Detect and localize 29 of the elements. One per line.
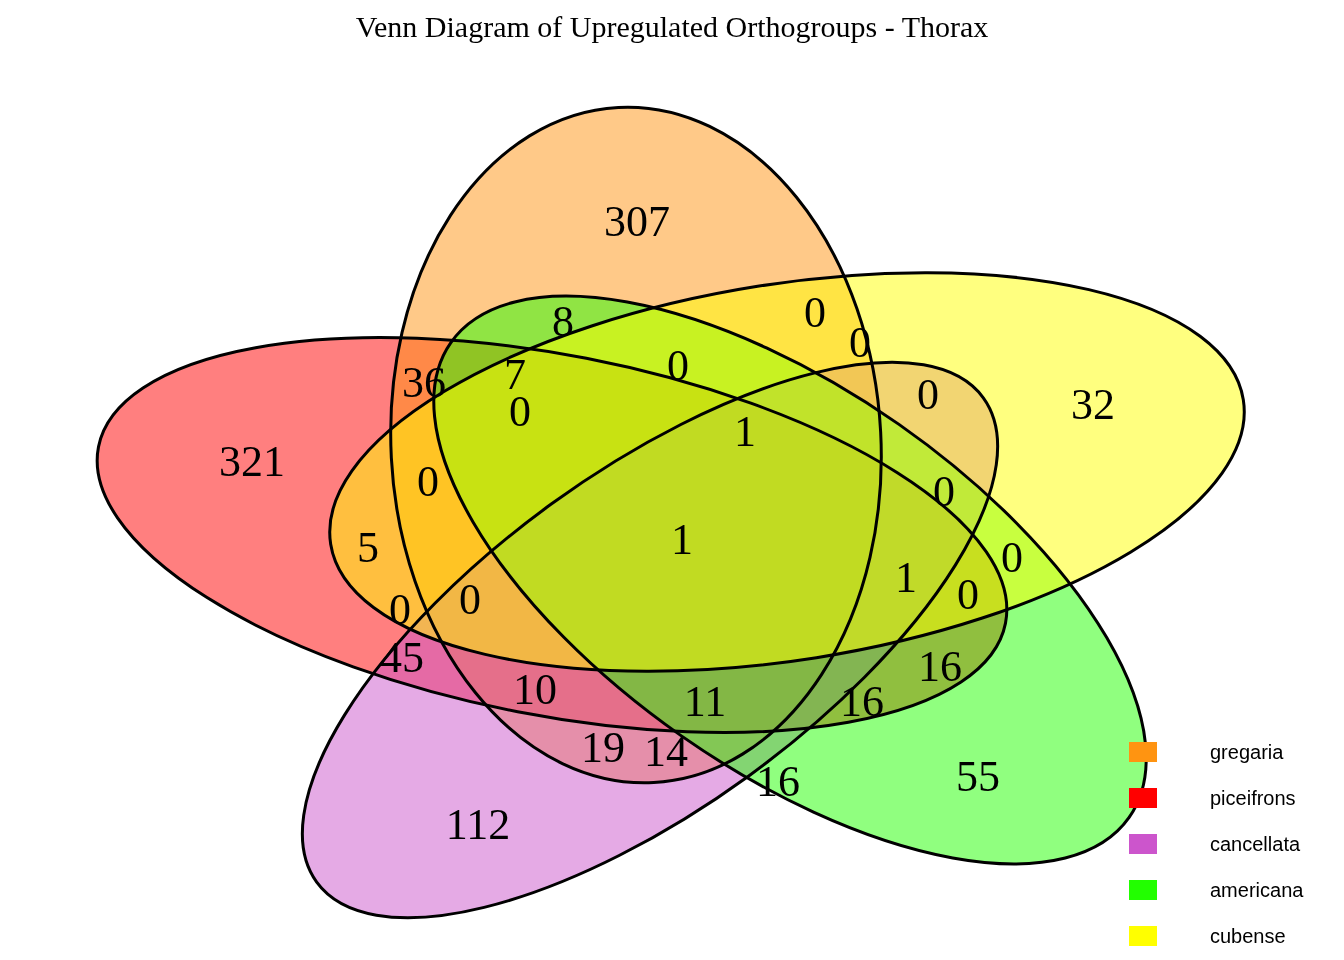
region-count: 1 bbox=[734, 410, 756, 454]
region-count: 307 bbox=[604, 200, 670, 244]
region-count: 55 bbox=[956, 755, 1000, 799]
region-count: 16 bbox=[840, 680, 884, 724]
region-count: 112 bbox=[445, 803, 511, 847]
region-count: 0 bbox=[459, 578, 481, 622]
region-count: 0 bbox=[804, 291, 826, 335]
region-count: 1 bbox=[895, 556, 917, 600]
region-count: 14 bbox=[644, 730, 688, 774]
legend-label: piceifrons bbox=[1210, 788, 1296, 808]
region-count: 0 bbox=[917, 373, 939, 417]
legend-label: gregaria bbox=[1210, 742, 1284, 762]
region-count: 0 bbox=[417, 460, 439, 504]
legend-label: americana bbox=[1210, 880, 1304, 900]
region-count: 16 bbox=[918, 645, 962, 689]
legend-label: cancellata bbox=[1210, 834, 1301, 854]
region-count: 10 bbox=[513, 668, 557, 712]
chart-title: Venn Diagram of Upregulated Orthogroups - Thorax bbox=[354, 10, 990, 44]
region-count: 1 bbox=[671, 518, 693, 562]
region-count: 16 bbox=[756, 760, 800, 804]
region-count: 19 bbox=[581, 726, 625, 770]
region-count: 0 bbox=[957, 573, 979, 617]
region-count: 5 bbox=[357, 526, 379, 570]
region-count: 32 bbox=[1071, 383, 1115, 427]
region-count: 0 bbox=[667, 344, 689, 388]
region-count: 0 bbox=[1001, 536, 1023, 580]
region-count: 321 bbox=[219, 440, 285, 484]
legend-label: cubense bbox=[1210, 926, 1286, 946]
region-count: 11 bbox=[683, 680, 727, 724]
